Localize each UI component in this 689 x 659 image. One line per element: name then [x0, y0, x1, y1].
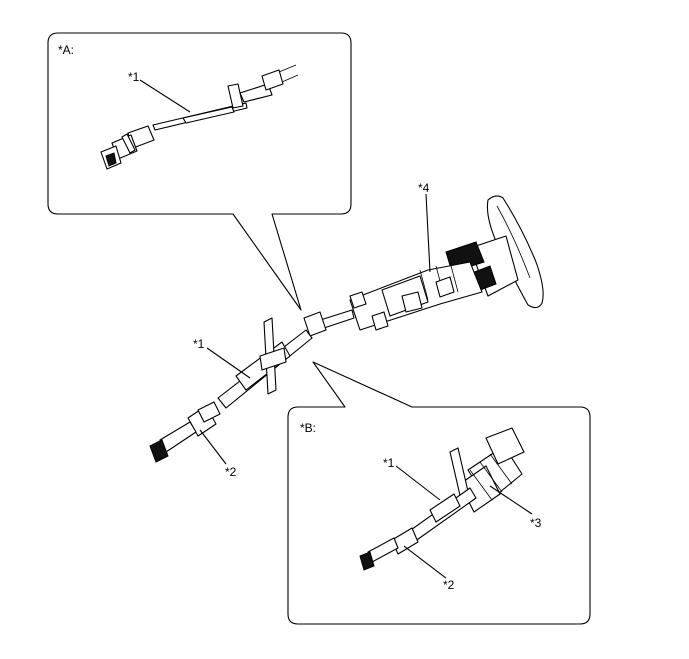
callout-a-intermediate-shaft [100, 64, 299, 170]
main-label-1: *1 [193, 337, 205, 351]
main-leader-4 [425, 193, 431, 273]
main-label-4: *4 [418, 181, 430, 195]
main-label-2: *2 [225, 465, 237, 479]
callout-b: *B: *1 *2 *3 [287, 361, 591, 625]
callout-b-label-2: *2 [443, 578, 455, 592]
callout-b-leader-2 [403, 545, 447, 579]
callout-a-frame [47, 32, 352, 311]
callout-b-frame [287, 361, 591, 625]
callout-b-title: *B: [300, 421, 316, 435]
callout-b-label-3: *3 [530, 516, 542, 530]
main-steering-assembly: *1 *2 *4 [149, 181, 544, 479]
callout-a-title: *A: [58, 43, 74, 57]
callout-a-label-1: *1 [128, 70, 140, 84]
main-leader-1 [206, 347, 251, 379]
callout-b-label-1: *1 [383, 456, 395, 470]
callout-a: *A: *1 [47, 32, 352, 311]
callout-b-leader-3 [489, 485, 533, 515]
callout-a-leader-1 [139, 79, 191, 113]
callout-b-column-assembly [359, 427, 525, 571]
callout-b-leader-1 [395, 465, 441, 501]
main-leader-2 [199, 429, 227, 465]
